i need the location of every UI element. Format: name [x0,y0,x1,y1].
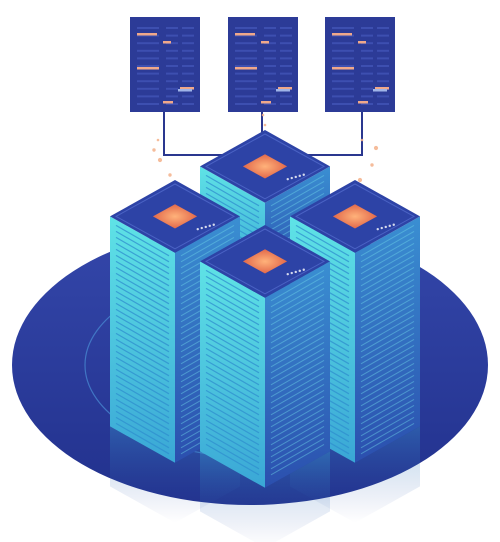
chip [242,154,288,179]
server-front [200,225,330,542]
particle [156,138,160,142]
particle [152,148,156,152]
server-towers [110,130,420,542]
particle [370,163,374,167]
chip [332,204,378,229]
chip [242,249,288,274]
particle [357,177,363,183]
document-center [228,17,298,112]
particle [360,138,364,142]
particle [373,145,379,151]
document-left [130,17,200,112]
particle [168,173,172,177]
particle [263,123,267,127]
particle [261,113,265,117]
document-panels [130,17,395,112]
chip [152,204,198,229]
particle [157,157,163,163]
document-right [325,17,395,112]
